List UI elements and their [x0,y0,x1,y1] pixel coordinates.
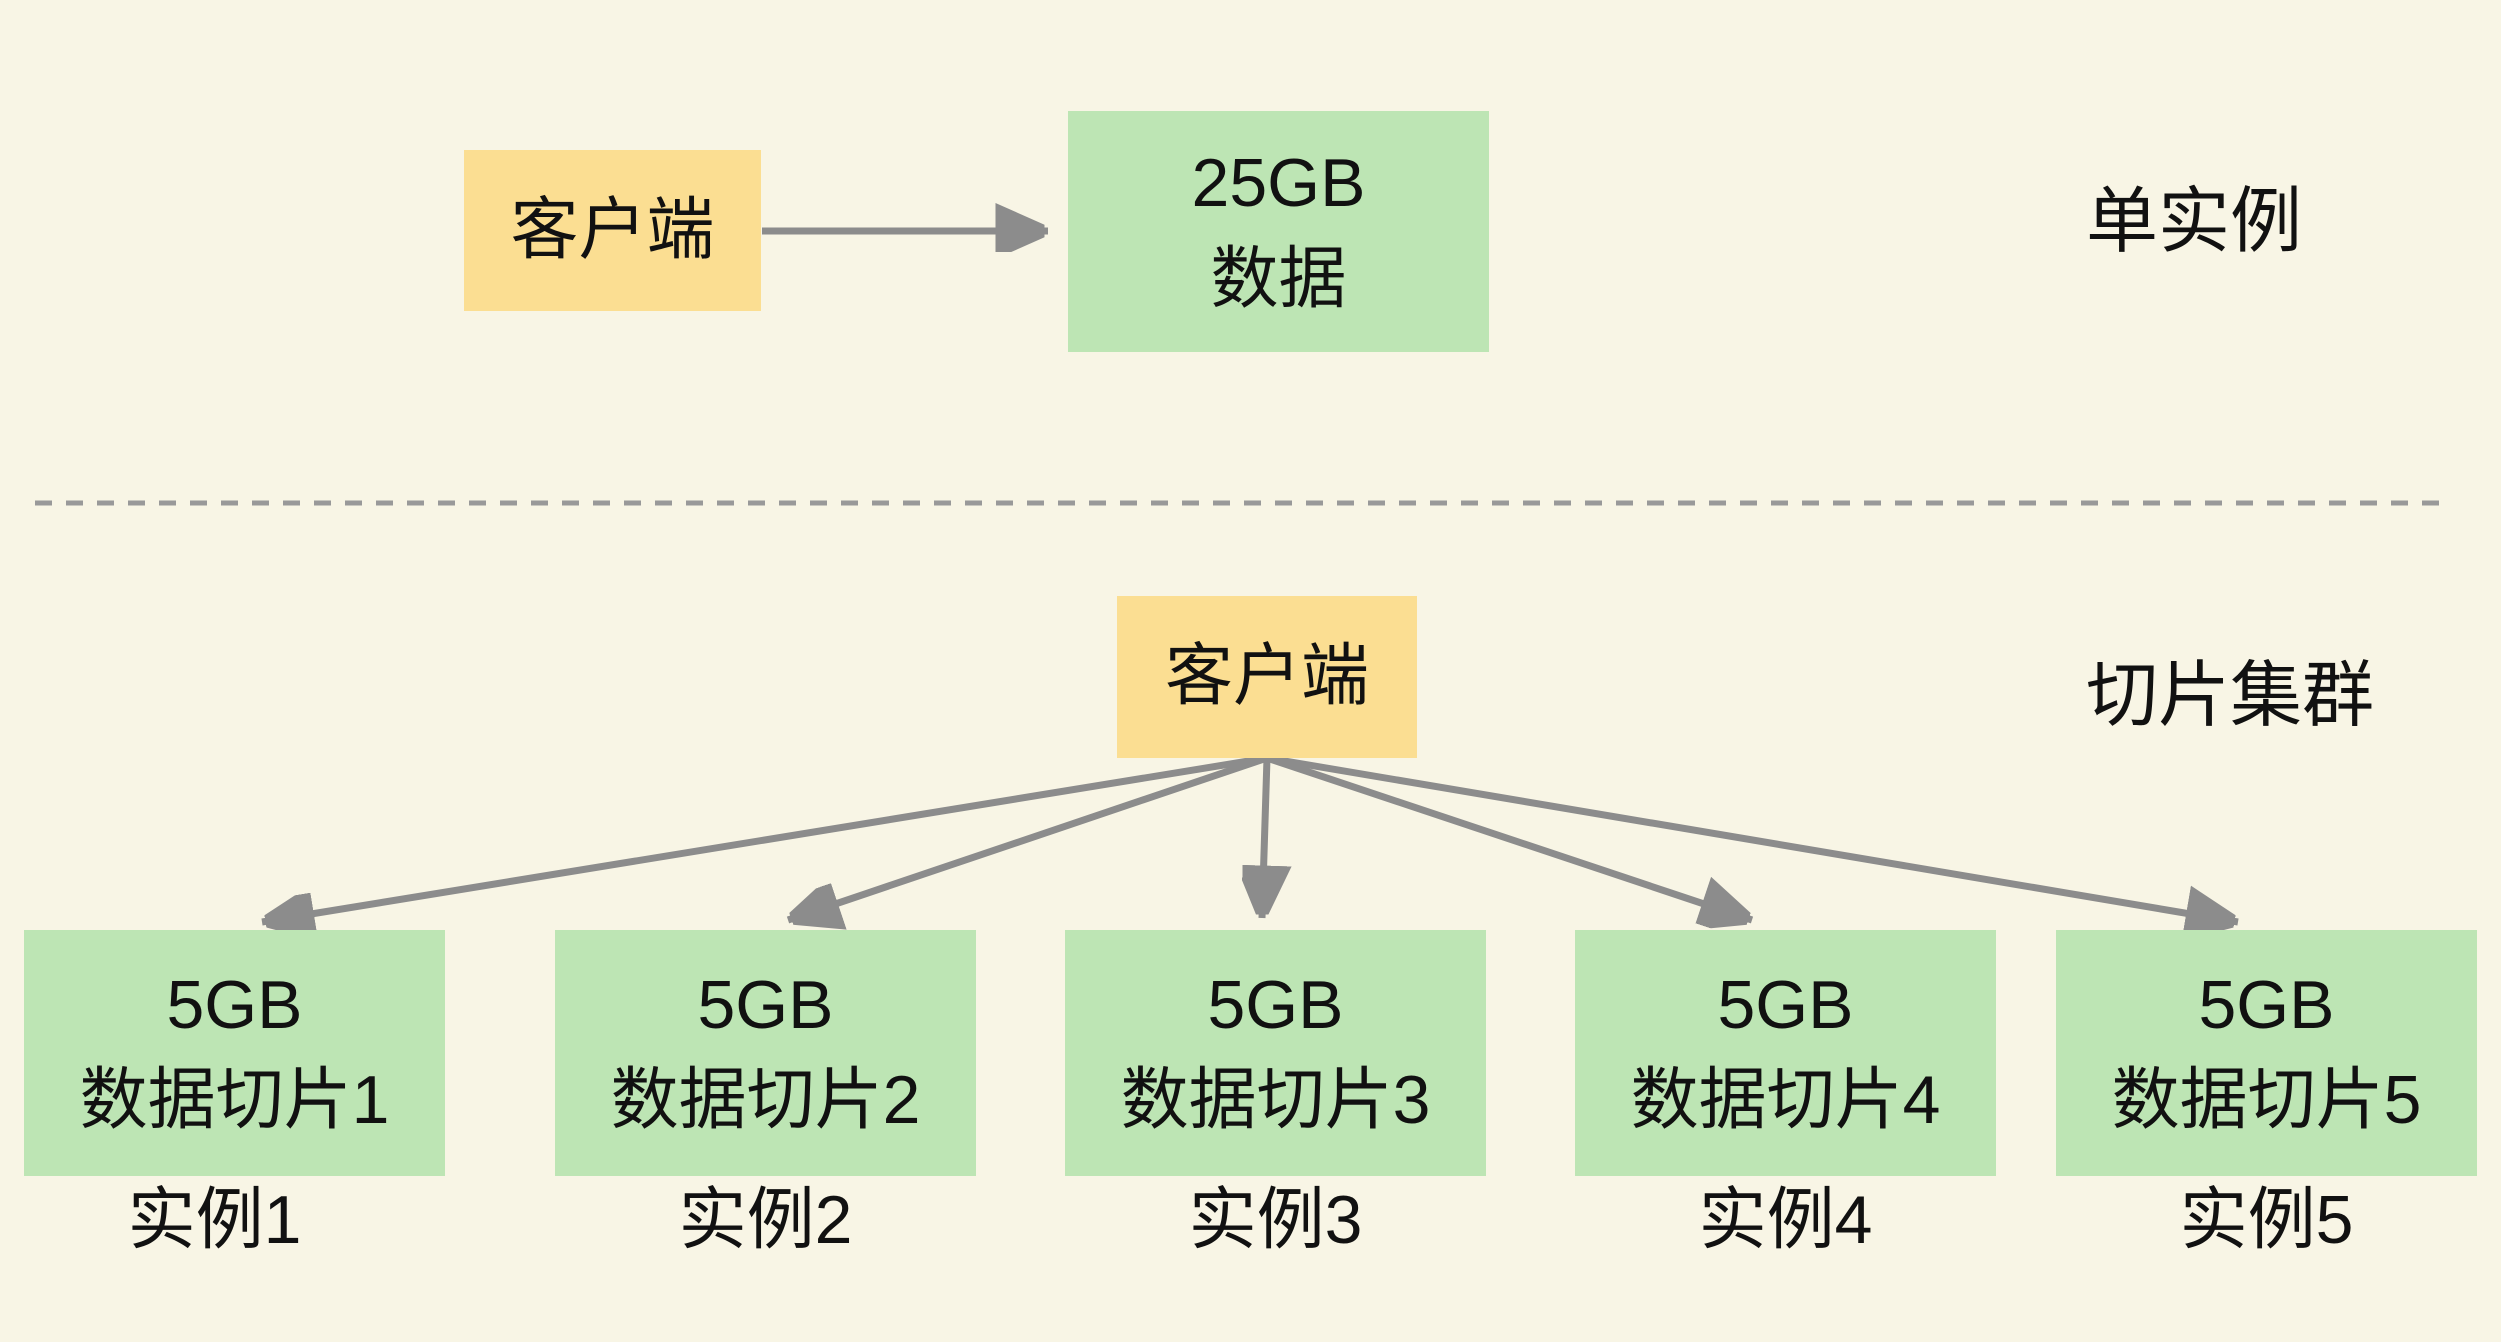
single-data-box: 25GB 数据 [1068,111,1489,352]
shard-3-line1: 5GB [1207,966,1344,1043]
single-instance-section-label: 单实例 [2086,182,2303,262]
instance-label-5: 实例5 [2179,1182,2354,1258]
sharded-client-label: 客户端 [1164,638,1369,715]
shard-1-line2: 数据切片1 [79,1062,390,1138]
shard-4-line1: 5GB [1717,966,1854,1043]
arrow-client-to-shard-4 [1265,754,1752,920]
sharded-cluster-section-label: 切片集群 [2086,656,2375,736]
shard-box-4: 5GB 数据切片4 [1575,930,1996,1176]
single-client-label: 客户端 [510,191,715,268]
shard-5-line2: 数据切片5 [2111,1062,2422,1138]
sharded-client-box: 客户端 [1117,596,1417,758]
shard-box-3: 5GB 数据切片3 [1065,930,1486,1176]
shard-box-5: 5GB 数据切片5 [2056,930,2477,1176]
instance-label-1: 实例1 [127,1182,302,1258]
single-client-box: 客户端 [464,150,761,311]
shard-box-2: 5GB 数据切片2 [555,930,976,1176]
instance-label-3: 实例3 [1188,1182,1363,1258]
shard-2-line2: 数据切片2 [610,1062,921,1138]
arrow-client-to-shard-5 [1266,754,2238,922]
instance-label-4: 实例4 [1698,1182,1873,1258]
arrow-client-to-shard-2 [788,754,1269,920]
shard-box-1: 5GB 数据切片1 [24,930,445,1176]
shard-3-line2: 数据切片3 [1120,1062,1431,1138]
arrow-client-to-shard-1 [261,754,1268,922]
shard-4-line2: 数据切片4 [1630,1062,1941,1138]
arrow-client-to-shard-3 [1262,757,1267,919]
instance-label-2: 实例2 [678,1182,853,1258]
shard-1-line1: 5GB [166,966,303,1043]
single-data-line2: 数据 [1210,240,1347,317]
single-data-line1: 25GB [1191,145,1366,222]
shard-5-line1: 5GB [2198,966,2335,1043]
shard-2-line1: 5GB [697,966,834,1043]
